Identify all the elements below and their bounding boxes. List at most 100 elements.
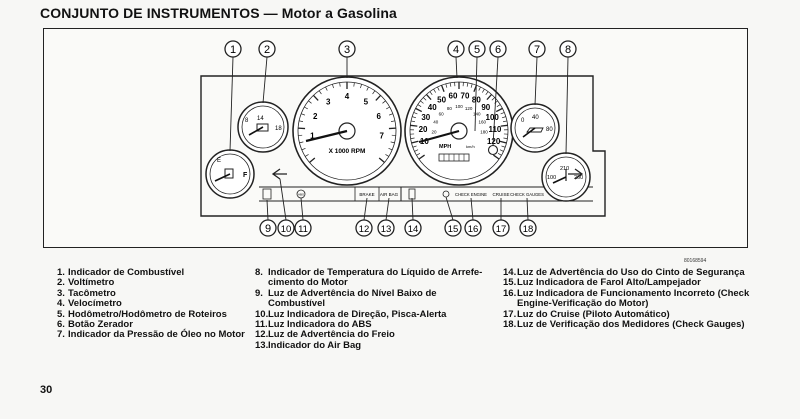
legend-item-text: Tacômetro [68,287,116,299]
callout-number: 13 [381,224,392,235]
legend-item-text: Luz de Advertência do Uso do Cinto de Se… [517,267,745,278]
legend-item: 18.Luz de Verificação dos Medidores (Che… [503,319,758,331]
coolant-temp-gauge: 210 260 100 [541,152,591,202]
fuel-label-e: E [217,158,221,164]
callout-number: 9 [265,223,271,235]
fuel-needle [214,173,231,182]
callout-number: 16 [468,224,479,235]
speedo-tick [499,149,504,152]
callout-number: 15 [448,224,459,235]
callout-leader [474,56,478,132]
speedo-tick [499,140,507,144]
speedo-tick [449,82,452,87]
speedo-tick [496,104,501,107]
speedo-tick [410,124,418,127]
legend-item-text: Voltímetro [68,277,115,289]
legend-item: 7.Indicador da Pressão de Óleo no Motor [57,330,247,341]
legend-item-text: Indicador de Temperatura do Líquido de A… [268,267,483,289]
volt-label-8: 8 [245,118,249,124]
speedo-kmh-label: 80 [447,106,453,111]
callout-number: 1 [230,44,236,56]
legend-item-number: 18. [503,319,517,331]
speedo-kmh-label: 60 [439,111,445,116]
speedo-kmh-label: 160 [478,120,486,125]
legend-item-number: 11. [255,319,268,331]
speedometer: 1020304050607080901001101202040608010012… [404,76,514,186]
abs-label: ABS [298,193,304,197]
legend-item-number: 1. [57,267,65,278]
speedo-tick [416,153,421,156]
speedo-tick [425,93,432,101]
callout-leader [445,196,454,221]
callout-number: 18 [523,224,534,235]
oil-label-0: 0 [521,118,525,124]
legend-item-text: Luz Indicadora de Direção, Pisca-Alerta [268,308,447,320]
legend-item-number: 17. [503,308,517,320]
legend-item-text: Indicador do Air Bag [268,339,362,351]
oil-needle [522,127,536,138]
legend-item: 10.Luz Indicadora de Direção, Pisca-Aler… [255,308,495,320]
speedo-tick [466,82,469,87]
oil-label-80: 80 [546,127,553,133]
tach-tick [304,106,308,110]
speedo-tick [491,97,496,101]
legend-item-number: 15. [503,277,517,289]
callout-number: 10 [281,224,292,235]
legend-item: 17.Luz do Cruise (Piloto Automático) [503,308,758,320]
tach-tick [388,113,393,116]
right-turn-arrow-icon [568,168,584,180]
callout-bubble [447,40,465,58]
legend-column-3: 14.Luz de Advertência do Uso do Cinto de… [503,267,758,331]
seat-belt-warning-icon [408,188,416,200]
legend-item: 13.Indicador do Air Bag [255,339,495,351]
volt-needle [248,126,264,136]
speedo-tick [440,84,445,92]
legend-column-2: 8.Indicador de Temperatura do Líquido de… [255,267,495,351]
high-beam-icon [442,190,450,198]
callout-leader [526,197,529,221]
legend-item-number: 10. [255,308,269,320]
callout-leader [266,199,269,221]
speedo-tick [410,120,416,123]
callout-bubble [444,219,462,237]
tach-tick [298,120,304,122]
speedo-tick [415,107,423,113]
speedo-tick [478,86,481,91]
tach-tick [386,106,390,110]
callout-leader [279,178,287,221]
legend-item-text: Botão Zerador [68,319,133,331]
tach-tick-label: 4 [345,92,350,101]
speedo-tick [414,149,419,152]
brake-warning-label: BRAKE [359,192,374,197]
cluster-housing [200,75,606,217]
callout-bubble [355,219,373,237]
tach-tick [372,90,376,95]
legend-item-text: Luz de Advertência do Nível Baixo de Com… [268,287,437,310]
callout-bubble [338,40,356,58]
legend-item-number: 12. [255,329,269,341]
cruise-label: CRUISE [492,192,509,197]
tach-tick [309,157,316,163]
callout-bubble [489,40,507,58]
legend-item-number: 5. [57,308,65,320]
callout-leader [492,56,499,147]
tach-tick-label: 5 [364,97,369,106]
callout-bubble [528,40,546,58]
tach-units: X 1000 RPM [329,148,366,155]
callout-number: 12 [359,224,370,235]
speedo-km: km/h [466,144,475,149]
tach-tick [304,154,309,157]
speedo-tick [410,137,415,139]
callout-bubble [258,40,276,58]
tach-tick [366,86,369,91]
oil-pressure-gauge: 40 80 0 [510,103,560,153]
tach-tick [299,141,304,144]
page-number: 30 [40,384,53,396]
speedo-kmh-label: 180 [480,129,488,134]
speedo-kmh-label: 20 [431,129,437,134]
tach-tick [312,94,319,101]
speedo-mph-label: 70 [461,92,470,101]
battery-icon [256,123,269,132]
